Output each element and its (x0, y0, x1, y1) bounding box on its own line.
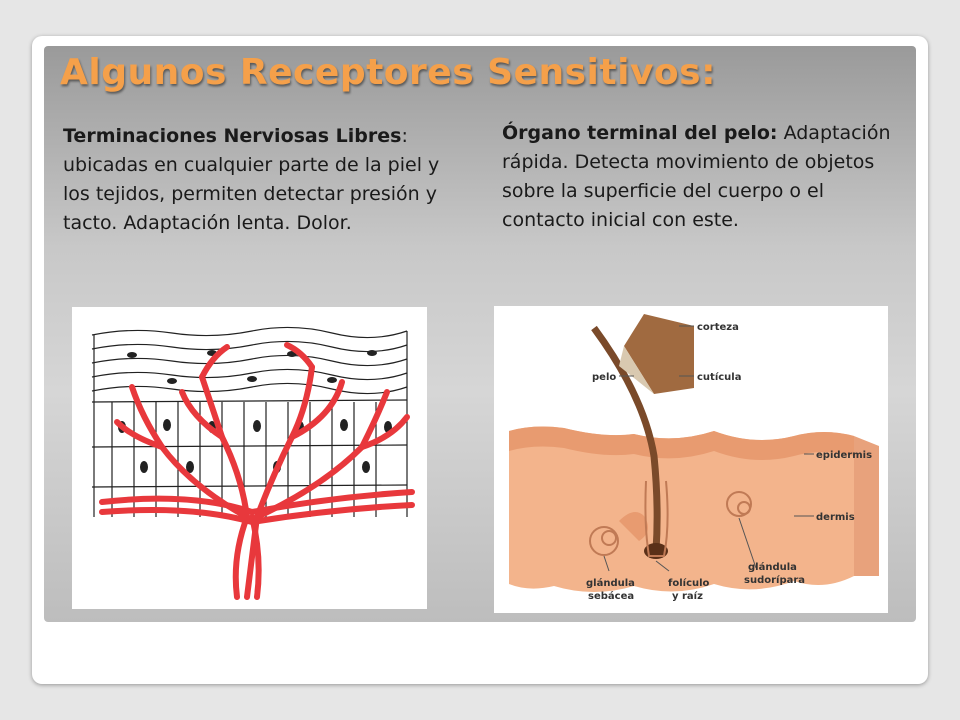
label-epidermis: epidermis (816, 450, 872, 461)
hair-shaft (591, 325, 661, 552)
label-cuticula: cutícula (697, 371, 741, 383)
hair-end-organ-body: Adaptación rápida. Detecta movimiento de… (502, 122, 891, 231)
free-nerve-endings-image (72, 307, 427, 609)
leader-lines (603, 325, 814, 572)
label-corteza: corteza (697, 322, 739, 333)
nerve-fibers (99, 342, 415, 600)
label-glandula-sebacea-1: glándula (586, 577, 635, 589)
follicle (644, 480, 669, 557)
epidermis-layer (509, 426, 854, 460)
slide-title: Algunos Receptores Sensitivos: (60, 52, 716, 93)
nerve-endings-illustration (91, 326, 415, 600)
label-glandula-sudoripara-2: sudorípara (744, 574, 805, 586)
label-foliculo-1: folículo (668, 577, 710, 589)
label-dermis: dermis (816, 512, 855, 523)
label-pelo: pelo (592, 372, 616, 383)
hair-follicle-diagram: corteza pelo cutícula epidermis dermis g… (509, 314, 879, 602)
free-nerve-endings-body: : ubicadas en cualquier parte de la piel… (63, 125, 440, 234)
label-glandula-sudoripara-1: glándula (748, 561, 797, 573)
hair-end-organ-text: Órgano terminal del pelo: Adaptación ráp… (502, 119, 897, 235)
label-glandula-sebacea-2: sebácea (588, 590, 634, 602)
label-foliculo-2: y raíz (672, 590, 703, 602)
skin-side (854, 436, 879, 576)
glands (589, 491, 752, 556)
free-nerve-endings-heading: Terminaciones Nerviosas Libres (63, 125, 402, 147)
hair-end-organ-heading: Órgano terminal del pelo: (502, 122, 778, 144)
free-nerve-endings-text: Terminaciones Nerviosas Libres: ubicadas… (63, 122, 443, 238)
epithelial-cells (91, 326, 408, 517)
hair-end-organ-image: corteza pelo cutícula epidermis dermis g… (494, 306, 888, 613)
cuticle-sheath (619, 346, 654, 394)
sebaceous-gland (619, 512, 648, 541)
